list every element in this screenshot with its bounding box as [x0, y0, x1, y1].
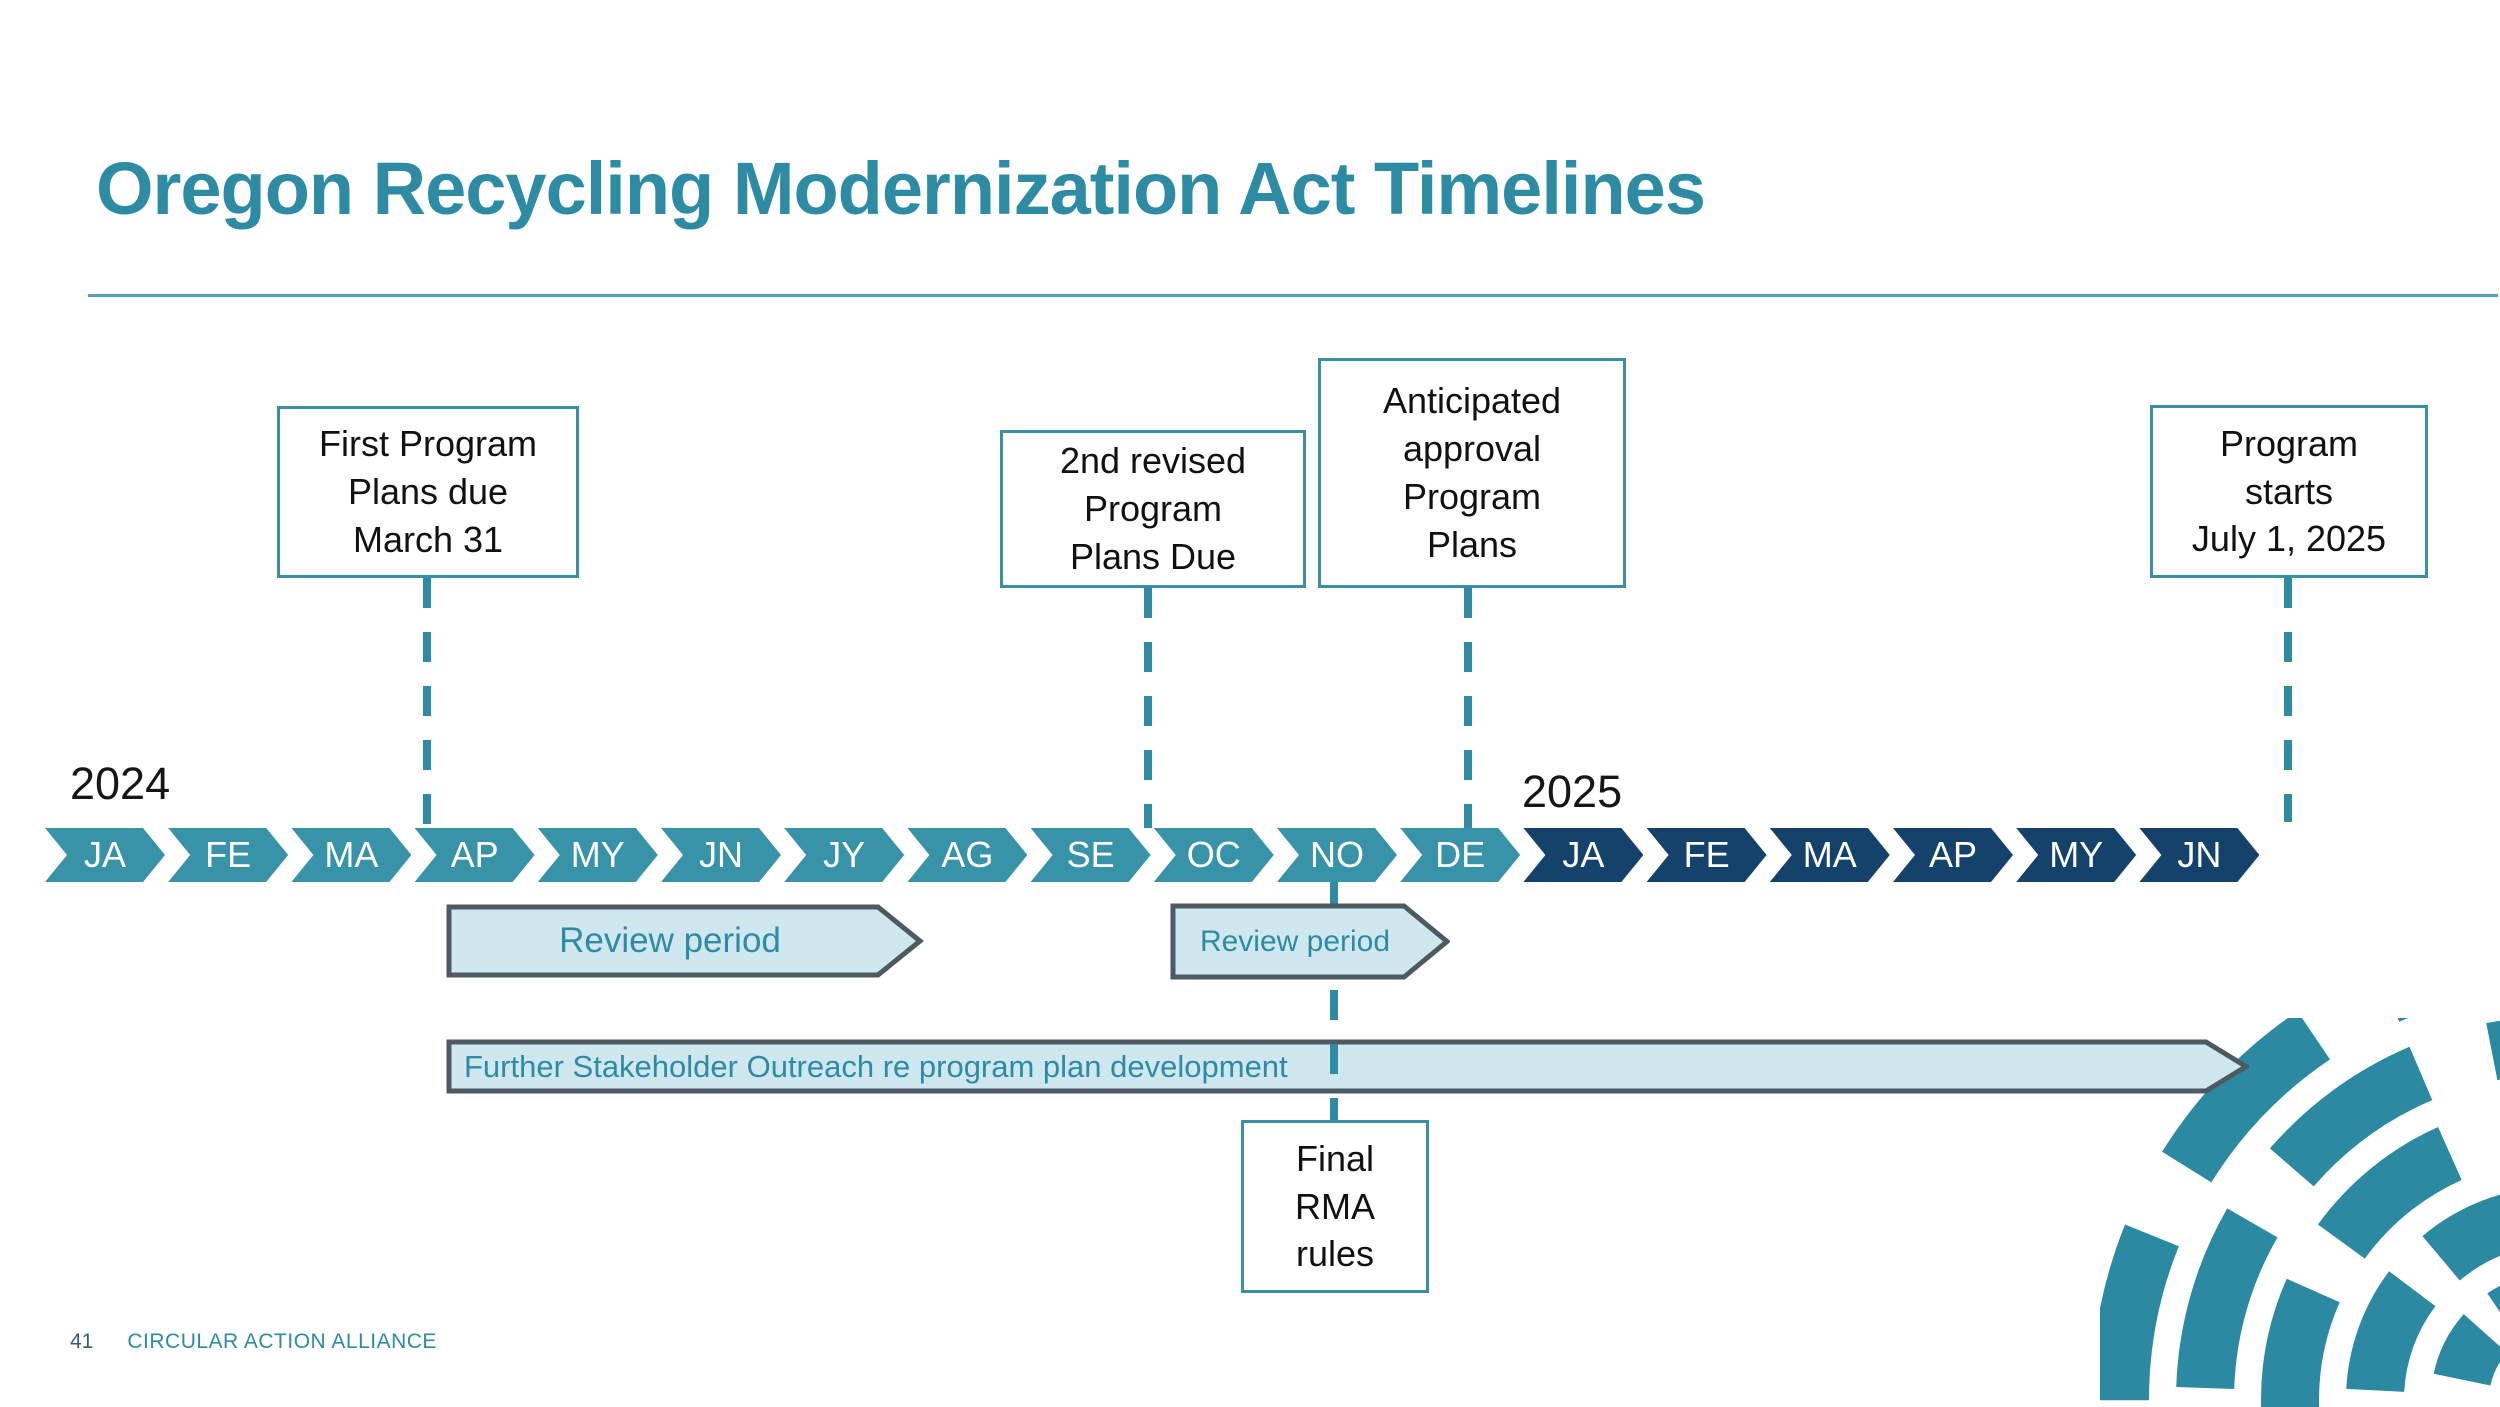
- month-label: FE: [1683, 834, 1730, 875]
- month-label: JN: [2177, 834, 2222, 875]
- callout-final-rma-rules: Final RMA rules: [1241, 1120, 1429, 1293]
- month-label: NO: [1310, 834, 1364, 875]
- callout-text: First Program Plans due March 31: [318, 423, 538, 560]
- footer: 41 CIRCULAR ACTION ALLIANCE: [70, 1330, 437, 1354]
- organization-name: CIRCULAR ACTION ALLIANCE: [127, 1330, 437, 1353]
- month-chevron: DE: [1400, 828, 1520, 882]
- month-label: MA: [1802, 834, 1857, 875]
- month-chevron: NO: [1277, 828, 1397, 882]
- month-label: MY: [570, 834, 625, 875]
- callout-first-program-plans: First Program Plans due March 31: [277, 406, 579, 578]
- dashed-connector-final-rma: [1330, 882, 1338, 1120]
- year-label-2024: 2024: [70, 758, 171, 809]
- month-chevron: SE: [1031, 828, 1151, 882]
- month-chevron: MA: [291, 828, 411, 882]
- month-chevron: MA: [1770, 828, 1890, 882]
- month-label: FE: [205, 834, 252, 875]
- month-chevron: JA: [45, 828, 165, 882]
- month-label: JA: [1562, 834, 1605, 875]
- pentagon-arrow-shape: [446, 1039, 2249, 1094]
- month-chevron: JY: [784, 828, 904, 882]
- month-chevron: JN: [661, 828, 781, 882]
- month-label: AG: [941, 834, 994, 875]
- month-label: OC: [1186, 834, 1241, 875]
- month-label: JA: [83, 834, 126, 875]
- circular-action-alliance-logo-icon: [2100, 1018, 2500, 1407]
- month-label: AP: [450, 834, 499, 875]
- month-chevron: JA: [1523, 828, 1643, 882]
- pentagon-arrow-shape: [446, 904, 924, 978]
- pentagon-arrow-shape: [1170, 903, 1450, 980]
- callout-anticipated-approval: Anticipated approval Program Plans: [1318, 358, 1626, 588]
- month-chevron: OC: [1154, 828, 1274, 882]
- month-label: MY: [2049, 834, 2104, 875]
- bar-label: Review period: [1199, 924, 1391, 958]
- month-chevron: AP: [415, 828, 535, 882]
- month-chevron: AP: [1893, 828, 2013, 882]
- month-label: AP: [1928, 834, 1978, 875]
- month-label: JN: [699, 834, 743, 875]
- callout-program-starts: Program starts July 1, 2025: [2150, 405, 2428, 578]
- page-title: Oregon Recycling Modernization Act Timel…: [96, 147, 1706, 230]
- month-chevron: JN: [2139, 828, 2259, 882]
- title-underline: [88, 294, 2498, 297]
- month-chevron: AG: [907, 828, 1027, 882]
- callout-text: Program starts July 1, 2025: [2191, 422, 2387, 560]
- year-label-2025: 2025: [1522, 766, 1623, 817]
- month-label: JY: [823, 834, 866, 875]
- month-label: MA: [324, 834, 379, 875]
- dashed-connector-first-program: [423, 578, 431, 828]
- callout-second-revised-plans: 2nd revised Program Plans Due: [1000, 430, 1306, 588]
- bar-label: Review period: [559, 921, 781, 960]
- month-label: DE: [1435, 834, 1486, 875]
- month-chevron: FE: [1647, 828, 1767, 882]
- stakeholder-outreach-bar: Further Stakeholder Outreach re program …: [446, 1039, 2249, 1094]
- callout-text: Anticipated approval Program Plans: [1382, 380, 1562, 565]
- bar-label: Further Stakeholder Outreach re program …: [464, 1048, 1288, 1084]
- review-period-bar-1: Review period: [446, 904, 924, 978]
- month-chevron: MY: [2016, 828, 2136, 882]
- callout-text: Final RMA rules: [1295, 1137, 1375, 1275]
- dashed-connector-anticipated: [1464, 588, 1472, 828]
- dashed-connector-program-starts: [2284, 578, 2292, 822]
- page-number: 41: [70, 1330, 94, 1353]
- month-chevron: MY: [538, 828, 658, 882]
- review-period-bar-2: Review period: [1170, 903, 1450, 980]
- month-label: SE: [1066, 834, 1115, 875]
- month-chevron: FE: [168, 828, 288, 882]
- callout-text: 2nd revised Program Plans Due: [1059, 440, 1247, 577]
- dashed-connector-second-revised: [1144, 588, 1152, 828]
